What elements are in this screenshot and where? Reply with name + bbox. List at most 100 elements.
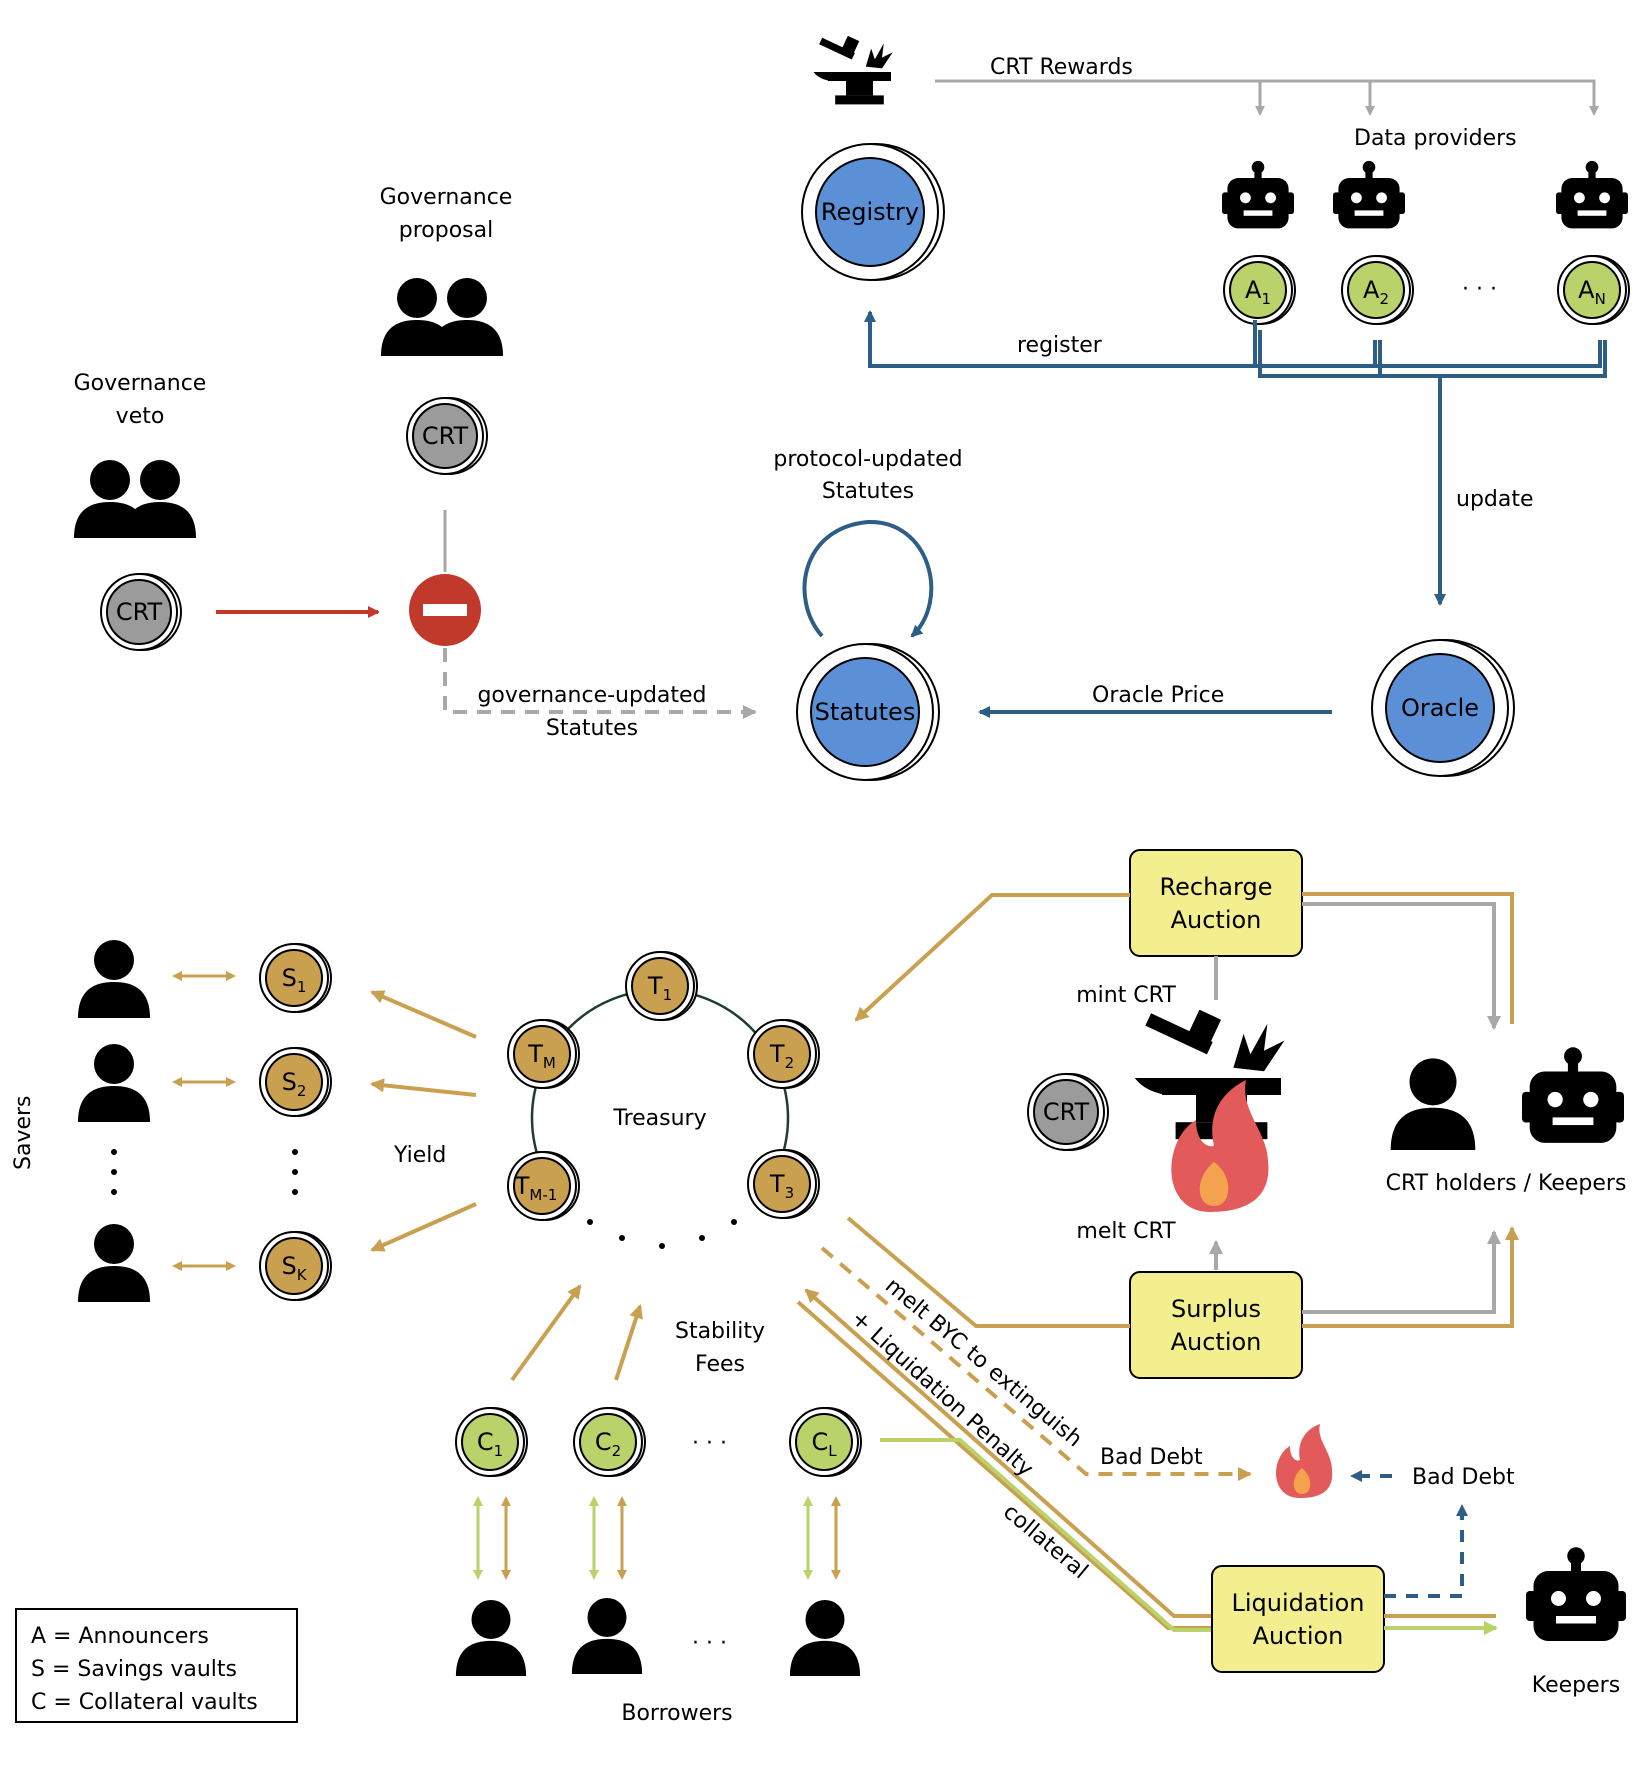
oracle-coin: Oracle xyxy=(1371,639,1515,777)
legend-item: A = Announcers xyxy=(31,1624,209,1649)
collateral-label: collateral xyxy=(998,1499,1092,1584)
announcer-coin-label: AN xyxy=(1578,276,1606,308)
legend-item: S = Savings vaults xyxy=(31,1657,237,1682)
savings-vault-coin-label: S2 xyxy=(282,1068,307,1100)
announcer-coin-label: A2 xyxy=(1363,276,1389,308)
collateral-vault-coin-label: C1 xyxy=(477,1428,503,1460)
liquidation-penalty-arrow xyxy=(804,1288,1214,1618)
saver-person-icon xyxy=(78,940,150,1018)
governance-proposal-label-1: Governance xyxy=(380,185,513,210)
register-label: register xyxy=(1017,333,1103,358)
anvil-icon xyxy=(1134,1010,1285,1140)
treasury-coin-label: T1 xyxy=(647,972,672,1004)
recharge-to-treasury-arrow xyxy=(854,893,1130,1022)
announcer-ellipsis: · · · xyxy=(1462,277,1497,302)
saver-double-arrows xyxy=(172,971,236,1271)
crt-holder-person-icon xyxy=(1390,1058,1476,1150)
collateral-vault-coins: C1 C2 CL xyxy=(455,1407,862,1477)
savings-vault-coin: S2 xyxy=(259,1047,332,1117)
borrower-person-icon xyxy=(789,1599,861,1676)
governance-proposal-label-2: proposal xyxy=(399,218,493,243)
treasury-to-surplus-line xyxy=(846,1216,1130,1328)
governance-proposal-people-icon xyxy=(381,278,503,356)
treasury-ellipsis xyxy=(587,1219,737,1249)
governance-veto-people-icon xyxy=(74,460,196,538)
collateral-ellipsis: · · · xyxy=(692,1431,727,1456)
treasury-coin-label: TM-1 xyxy=(514,1172,558,1204)
treasury-coin: T2 xyxy=(747,1019,820,1089)
recharge-auction-box: Recharge Auction xyxy=(1129,849,1303,957)
announcer-coins: A1 A2 AN xyxy=(1223,255,1630,325)
crt-coin-proposal: CRT xyxy=(406,397,488,475)
keepers-label: Keepers xyxy=(1532,1673,1620,1698)
data-providers-label: Data providers xyxy=(1354,126,1517,151)
yield-arrows xyxy=(370,990,477,1252)
saver-person-icon xyxy=(78,1224,150,1302)
announcer-coin: AN xyxy=(1557,255,1630,325)
savings-vault-coin-label: SK xyxy=(281,1252,307,1284)
veto-stop-icon xyxy=(409,574,481,646)
crt-label: CRT xyxy=(116,598,163,626)
treasury-coin: T1 xyxy=(625,951,698,1021)
collateral-vault-coin: C2 xyxy=(573,1407,646,1477)
protocol-update-loop xyxy=(802,519,934,638)
treasury-coin-label: TM xyxy=(527,1040,556,1072)
liquidation-bad-debt-arrow xyxy=(1384,1504,1468,1598)
saver-person-icon xyxy=(78,1044,150,1122)
legend: A = Announcers S = Savings vaults C = Co… xyxy=(15,1608,298,1723)
recharge-auction-label-2: Auction xyxy=(1171,906,1262,934)
recharge-auction-label-1: Recharge xyxy=(1160,873,1273,901)
collateral-green-line xyxy=(880,1438,1214,1632)
anvil-icon xyxy=(813,36,893,105)
borrower-person-icon xyxy=(571,1597,643,1674)
collateral-vault-coin: C1 xyxy=(455,1407,528,1477)
governance-updated-arrow xyxy=(443,648,757,719)
treasury-coin: TM xyxy=(507,1019,580,1089)
treasury-coin-label: T2 xyxy=(769,1040,794,1072)
recharge-grey-arrow xyxy=(1302,902,1501,1030)
crt-holders-keepers-label: CRT holders / Keepers xyxy=(1386,1171,1627,1196)
liquidation-auction-label-2: Auction xyxy=(1253,1622,1344,1650)
oracle-price-label: Oracle Price xyxy=(1092,683,1224,708)
collateral-vault-coin-label: C2 xyxy=(595,1428,621,1460)
saver-vertical-ellipsis xyxy=(111,1149,298,1195)
robot-icon xyxy=(1222,160,1294,229)
registry-label: Registry xyxy=(821,198,919,226)
protocol-updated-label-1: protocol-updated xyxy=(773,447,962,472)
collateral-vault-coin: CL xyxy=(789,1407,862,1477)
crt-label: CRT xyxy=(422,422,469,450)
savings-vault-coin-label: S1 xyxy=(282,964,307,996)
recharge-gold-line xyxy=(1302,892,1514,1024)
treasury-coin: T3 xyxy=(747,1149,820,1219)
surplus-gold-arrow xyxy=(1302,1226,1519,1328)
surplus-auction-label-2: Auction xyxy=(1171,1328,1262,1356)
crt-rewards-lines xyxy=(935,79,1599,116)
crt-coin-center: CRT xyxy=(1027,1073,1109,1151)
crt-label: CRT xyxy=(1043,1098,1090,1126)
update-label: update xyxy=(1456,487,1534,512)
announcer-coin: A1 xyxy=(1223,255,1296,325)
mint-crt-label: mint CRT xyxy=(1076,983,1176,1008)
oracle-label: Oracle xyxy=(1401,694,1479,722)
liquidation-auction-box: Liquidation Auction xyxy=(1211,1565,1385,1673)
governance-updated-label-2: Statutes xyxy=(546,716,638,741)
governance-veto-label-2: veto xyxy=(116,404,165,429)
register-lines xyxy=(864,310,1607,606)
borrower-ellipsis: · · · xyxy=(692,1631,727,1656)
registry-coin: Registry xyxy=(801,143,945,281)
surplus-auction-label-1: Surplus xyxy=(1171,1295,1261,1323)
robot-icon xyxy=(1333,160,1405,229)
keeper-robot-icon xyxy=(1526,1547,1626,1641)
savings-vault-coin: S1 xyxy=(259,943,332,1013)
crt-rewards-label: CRT Rewards xyxy=(990,55,1133,80)
surplus-grey-arrow xyxy=(1302,1230,1501,1314)
governance-updated-label-1: governance-updated xyxy=(477,683,706,708)
borrower-person-icon xyxy=(455,1599,527,1676)
stability-fees-label-2: Fees xyxy=(695,1352,745,1377)
keeper-robot-icon xyxy=(1522,1047,1624,1143)
crt-coin-veto: CRT xyxy=(100,573,182,651)
bad-debt-arrow xyxy=(820,1246,1252,1481)
borrowers-label: Borrowers xyxy=(621,1701,732,1726)
